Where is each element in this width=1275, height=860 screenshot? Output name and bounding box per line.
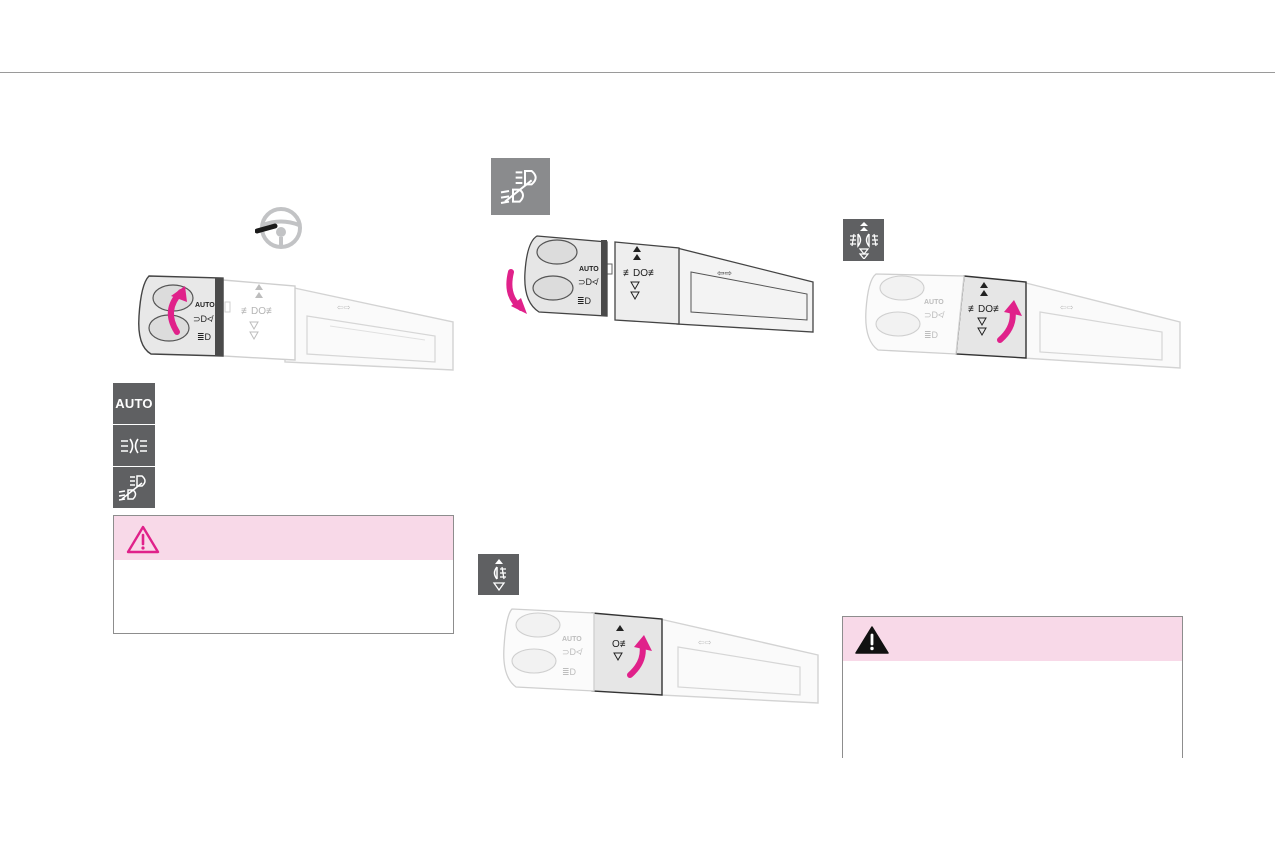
warning-triangle-outline-icon [126,525,160,554]
left-stalk-fog-glyph: ≢DO≢ [241,306,276,317]
sidelights-icon [113,425,155,466]
right-stalk-beam-glyph: ≣D [924,330,939,340]
middle-stalk-fog-glyph: ≢DO≢ [623,268,658,279]
right-stalk-fog-glyph: ≢DO≢ [968,304,1003,315]
lower-stalk-beam-glyph: ≣D [562,667,577,677]
left-warning-header [114,516,453,560]
left-stalk-indicator-glyph: ⇦⇨ [337,303,351,312]
right-stalk-indicator-glyph: ⇦⇨ [1060,303,1074,312]
left-stalk-auto-label: AUTO [195,302,215,309]
right-stalk-illustration: ⇦⇨ ≢DO≢ AUTO ⊃D≮ ≣D [865,273,1181,369]
lower-stalk-indicator-glyph: ⇦⇨ [698,638,712,647]
middle-stalk-beam-glyph: ≣D [577,296,592,306]
rear-fog-ring-icon [478,554,519,595]
lower-stalk-sidelight-glyph: ⊃D≮ [562,647,583,657]
left-stalk-illustration: ⇦⇨ ≢DO≢ AUTO ⊃D≮ ≣D [138,275,454,371]
left-stalk-sidelight-glyph: ⊃D≮ [193,314,214,324]
middle-stalk-illustration: ⇦⇨ ≢DO≢ AUTO ⊃D≮ ≣D [506,235,814,333]
right-stalk-sidelight-glyph: ⊃D≮ [924,310,945,320]
right-warning-box [842,616,1183,758]
left-stalk-beam-glyph: ≣D [197,332,212,342]
left-warning-box [113,515,454,634]
steering-wheel-icon [255,207,302,249]
right-warning-header [843,617,1182,661]
auto-mode-icon: AUTO [113,383,155,424]
lower-stalk-fog-glyph: O≢ [612,639,630,650]
middle-stalk-sidelight-glyph: ⊃D≮ [578,277,599,287]
warning-triangle-filled-icon [855,626,889,654]
dipped-main-beam-icon-large [491,158,550,215]
lower-stalk-auto-label: AUTO [562,636,582,643]
lower-middle-stalk-illustration: ⇦⇨ O≢ AUTO ⊃D≮ ≣D [503,608,819,704]
right-stalk-auto-label: AUTO [924,299,944,306]
front-rear-fog-ring-icon [843,219,884,261]
top-rule [0,72,1275,73]
middle-stalk-indicator-glyph: ⇦⇨ [717,268,733,278]
dipped-main-beam-icon [113,467,155,508]
auto-mode-label: AUTO [115,396,153,411]
middle-stalk-auto-label: AUTO [579,266,599,273]
